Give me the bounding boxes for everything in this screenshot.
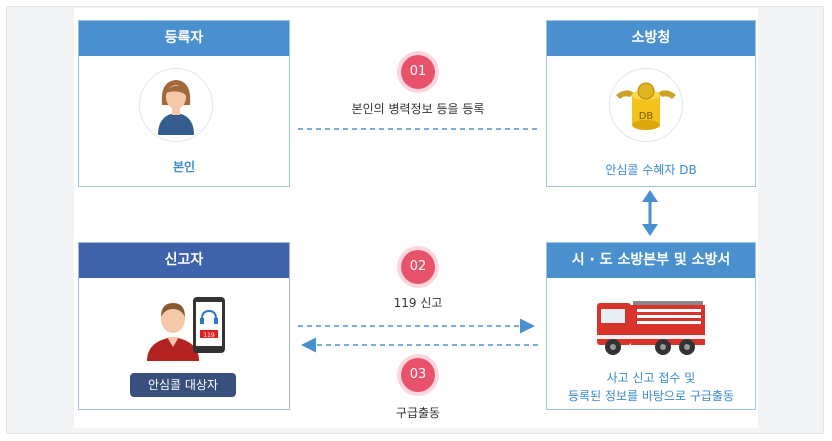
reporter-header: 신고자 bbox=[79, 243, 289, 278]
registrant-header: 등록자 bbox=[79, 21, 289, 56]
step-badge-02: 02 bbox=[401, 250, 435, 284]
db-circle: DB bbox=[609, 68, 683, 142]
registrant-card: 등록자 본인 bbox=[78, 20, 290, 187]
reporter-card: 신고자 119 안심콜 대상자 bbox=[78, 242, 290, 410]
step-text-02: 119 신고 bbox=[393, 296, 443, 310]
fire-agency-header: 소방청 bbox=[547, 21, 755, 56]
registrant-label: 본인 bbox=[172, 160, 196, 174]
caller-with-phone-icon: 119 bbox=[147, 297, 225, 361]
person-avatar-circle bbox=[139, 68, 213, 142]
database-emblem-icon: DB bbox=[616, 82, 676, 130]
phone-119-text: 119 bbox=[203, 332, 215, 339]
step-text-01: 본인의 병력정보 등을 등록 bbox=[351, 102, 485, 116]
fire-agency-caption: 안심콜 수혜자 DB bbox=[605, 163, 697, 177]
fire-station-caption-line1: 사고 신고 접수 및 bbox=[606, 371, 696, 385]
fire-station-header: 시 · 도 소방본부 및 소방서 bbox=[547, 243, 755, 278]
step-badge-03: 03 bbox=[401, 358, 435, 392]
fire-station-card: 시 · 도 소방본부 및 소방서 사고 신고 접수 및 등록된 정보를 바탕으로… bbox=[546, 242, 756, 410]
fire-truck-icon bbox=[597, 301, 705, 355]
step-text-03: 구급출동 bbox=[395, 406, 441, 420]
vertical-double-arrow bbox=[642, 190, 658, 236]
fire-agency-card: 소방청 DB 안심콜 수혜자 DB bbox=[546, 20, 756, 187]
reporter-label: 안심콜 대상자 bbox=[130, 373, 236, 397]
fire-station-caption-line2: 등록된 정보를 바탕으로 구급출동 bbox=[567, 389, 734, 403]
step-badge-01: 01 bbox=[401, 55, 435, 89]
db-badge-text: DB bbox=[639, 111, 654, 122]
female-person-icon bbox=[158, 80, 194, 135]
